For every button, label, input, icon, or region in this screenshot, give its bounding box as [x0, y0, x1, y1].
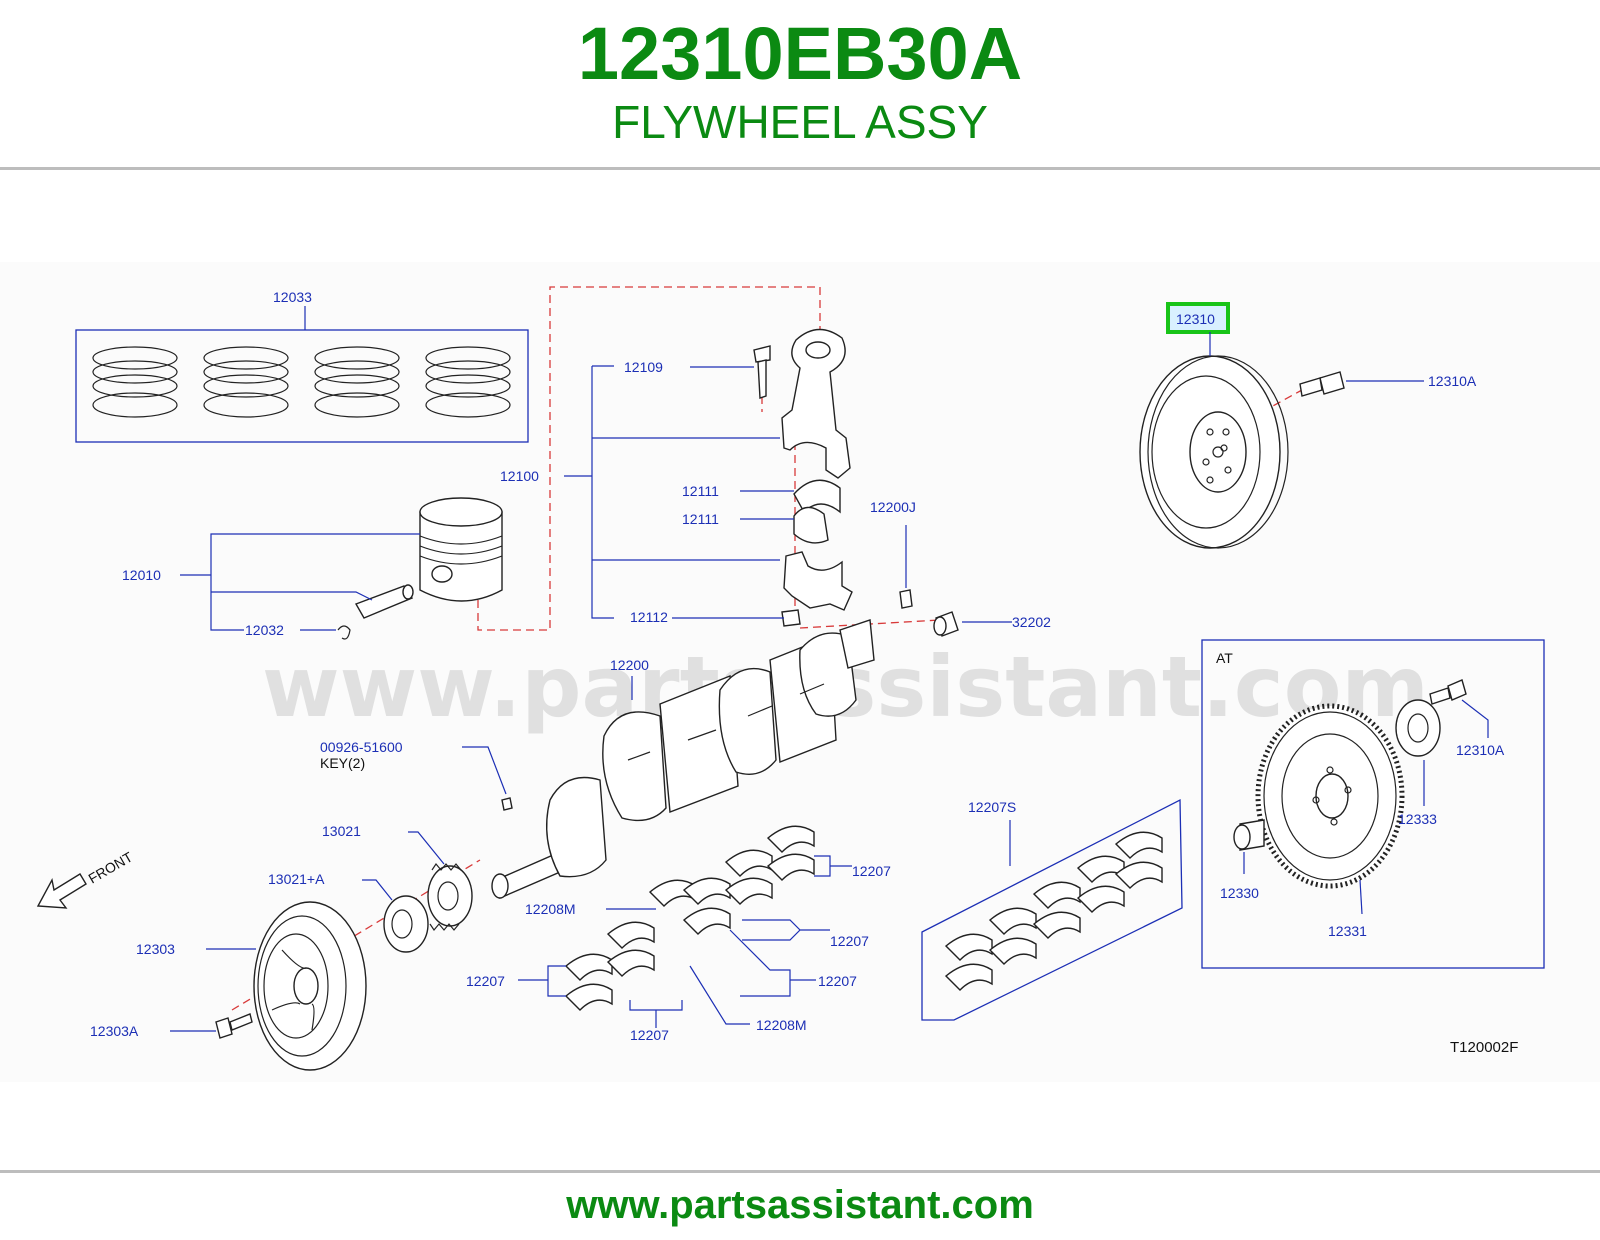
snap-ring	[337, 625, 351, 640]
callout-12310-highlight	[1166, 302, 1230, 334]
parts-diagram-svg: www.partsassistant.com 12033	[36, 286, 1545, 1071]
pulley-bolt-12303A	[215, 1013, 253, 1039]
header-divider	[0, 167, 1600, 170]
crankshaft	[491, 619, 875, 899]
callout-12200J: 12200J	[870, 499, 916, 515]
leader-12310A-at	[1461, 699, 1489, 738]
connecting-rod-bolt	[753, 345, 771, 399]
leader-13021A	[362, 879, 393, 901]
leader-key	[462, 746, 507, 795]
footer-divider	[0, 1170, 1600, 1173]
dowel-pin-12200J	[899, 589, 913, 609]
leader-12208M-b	[689, 965, 750, 1025]
piston-ring-set-1	[92, 346, 178, 418]
piston-ring-set-4	[425, 346, 511, 418]
callout-12333: 12333	[1398, 811, 1437, 827]
callout-12310: 12310	[1176, 311, 1215, 327]
callout-12112: 12112	[630, 609, 668, 625]
piston-ring-set-2	[203, 346, 289, 418]
callout-key-qty: KEY(2)	[320, 755, 365, 771]
callout-12310A: 12310A	[1428, 373, 1477, 389]
front-label: FRONT	[86, 848, 136, 886]
callout-12310A-at: 12310A	[1456, 742, 1505, 758]
leader-12207-d	[518, 965, 566, 997]
callout-12207-a: 12207	[852, 863, 891, 879]
piston	[419, 497, 503, 602]
callout-32202: 32202	[1012, 614, 1051, 630]
callout-12303A: 12303A	[90, 1023, 139, 1039]
assembly-guide-dashed	[477, 286, 821, 631]
leader-12207-e	[629, 1000, 683, 1028]
piston-ring-set-3	[314, 346, 400, 418]
callout-12109: 12109	[624, 359, 663, 375]
connecting-rod	[781, 328, 851, 479]
leader-12207-b	[742, 919, 830, 941]
at-variant-box: AT 12331 12333 12310A 12330	[1201, 639, 1545, 969]
connecting-rod-nut	[781, 609, 801, 627]
drive-plate-12331	[1255, 703, 1405, 889]
at-box-label: AT	[1216, 650, 1233, 666]
part-number-title: 12310EB30A	[577, 12, 1023, 95]
reinforcement-plate-12333	[1395, 699, 1441, 757]
crank-pulley-12303	[253, 901, 367, 1071]
piston-rings-group: 12033	[75, 289, 529, 443]
leader-12207-c	[729, 929, 816, 997]
diagram-code: T120002F	[1450, 1039, 1518, 1056]
main-bearing-set-12207S	[921, 798, 1183, 1021]
spacer-12330	[1233, 819, 1265, 851]
flywheel-12310	[1139, 355, 1289, 549]
callout-12330: 12330	[1220, 885, 1259, 901]
leader-12207-a	[814, 855, 852, 877]
leader-13021	[408, 831, 445, 865]
connecting-rod-bearing-upper	[793, 479, 841, 514]
callout-12032: 12032	[245, 622, 284, 638]
callout-12100: 12100	[500, 468, 539, 484]
main-bearing-halves	[564, 825, 815, 1011]
callout-00926-51600: 00926-51600	[320, 739, 403, 755]
callout-12207-e: 12207	[630, 1027, 669, 1043]
woodruff-key	[501, 797, 513, 811]
piston-pin	[354, 584, 414, 619]
pilot-bushing-32202	[933, 611, 959, 637]
footer-website-link[interactable]: www.partsassistant.com	[566, 1183, 1034, 1227]
callout-13021: 13021	[322, 823, 361, 839]
at-bolt-12310A	[1429, 679, 1467, 705]
connecting-rod-cap	[783, 551, 853, 611]
callout-12208M-b: 12208M	[756, 1017, 807, 1033]
callout-12207-c: 12207	[818, 973, 857, 989]
callout-12033: 12033	[273, 289, 312, 305]
crank-spacer-13021A	[383, 895, 429, 953]
callout-12200: 12200	[610, 657, 649, 673]
callout-13021A: 13021+A	[268, 871, 325, 887]
leader-12010	[210, 533, 420, 631]
leader-12100	[564, 365, 784, 619]
callout-12331: 12331	[1328, 923, 1367, 939]
parts-diagram: www.partsassistant.com 12033	[0, 262, 1600, 1082]
callout-12208M-a: 12208M	[525, 901, 576, 917]
callout-12207-b: 12207	[830, 933, 869, 949]
flywheel-bolt-12310A	[1299, 371, 1345, 397]
callout-12207S: 12207S	[968, 799, 1016, 815]
callout-12111-lower: 12111	[682, 511, 719, 527]
part-name-subtitle: FLYWHEEL ASSY	[612, 96, 988, 148]
callout-12303: 12303	[136, 941, 175, 957]
page-header: 12310EB30A FLYWHEEL ASSY	[0, 0, 1600, 168]
callout-12010: 12010	[122, 567, 161, 583]
callout-12111-upper: 12111	[682, 483, 719, 499]
front-arrow-icon	[36, 873, 87, 909]
crank-sprocket-13021	[427, 862, 473, 932]
connecting-rod-bearing-lower	[793, 506, 829, 544]
callout-12207-d: 12207	[466, 973, 505, 989]
